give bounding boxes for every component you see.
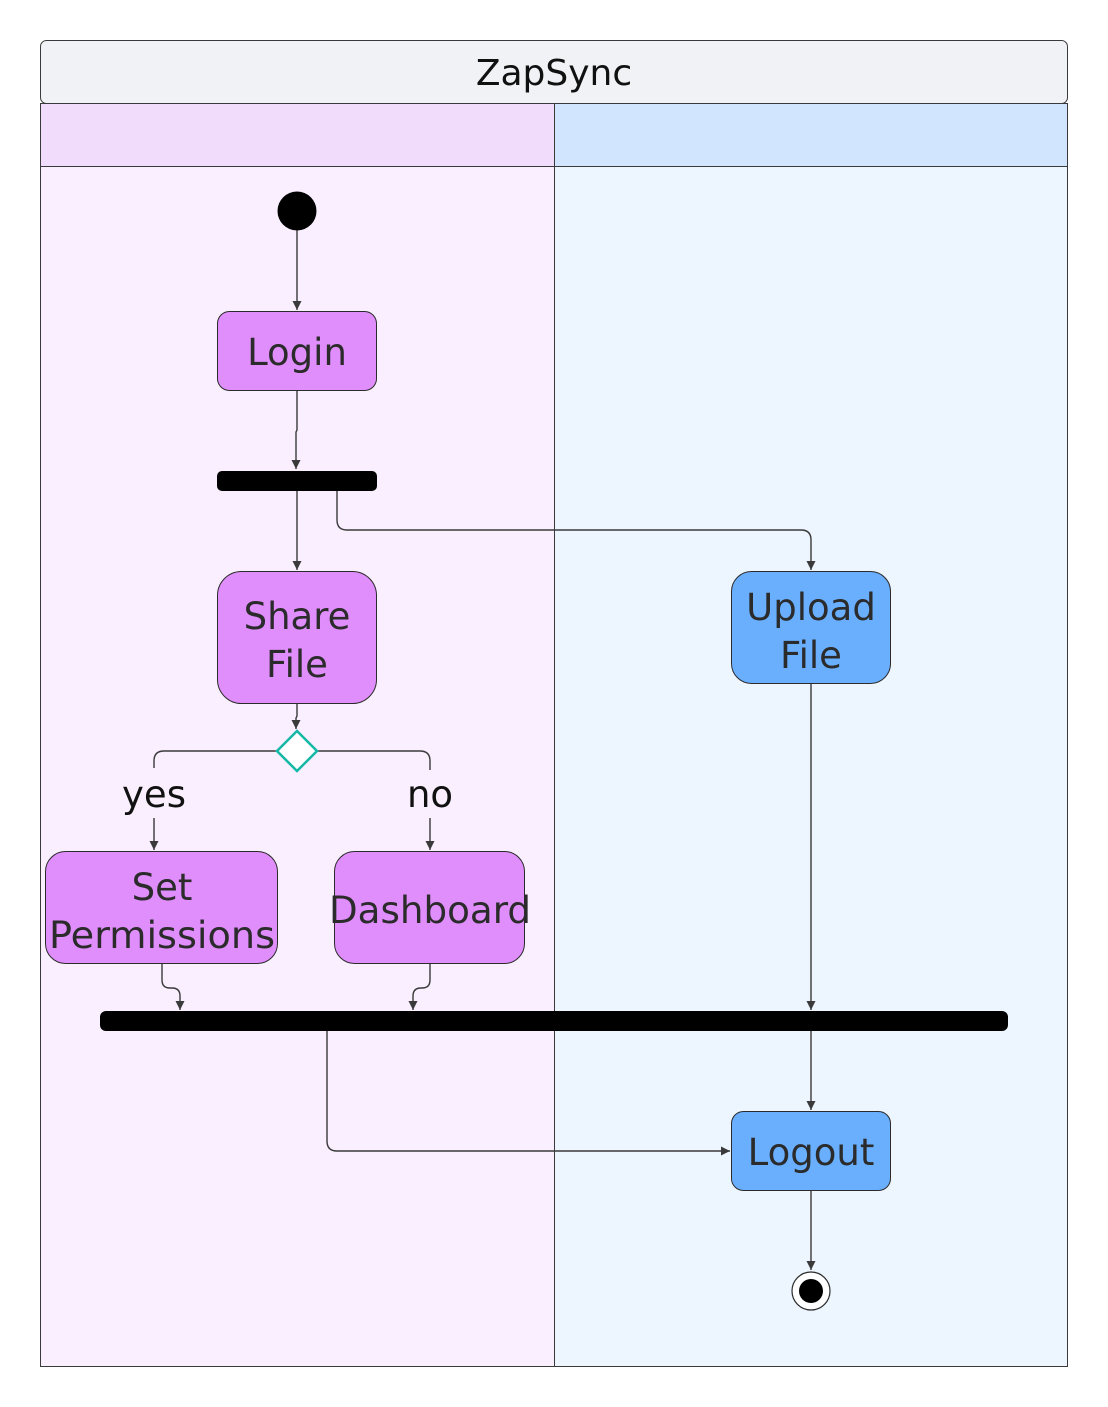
end-node <box>791 1271 831 1311</box>
share-file-node: Share File <box>217 571 377 704</box>
edge-fork-to-upload-file <box>336 491 816 570</box>
share-file-label-line2: File <box>266 643 328 686</box>
lane-2-header <box>554 103 1068 167</box>
edge-decision-no <box>318 750 430 850</box>
edges <box>154 230 816 1270</box>
edge-dashboard-to-join <box>408 964 431 1010</box>
share-file-label-line1: Share <box>244 595 351 638</box>
edge-share-file-to-decision <box>291 704 301 729</box>
edge-decision-yes <box>154 750 276 850</box>
logout-label: Logout <box>748 1131 875 1174</box>
fork-bar <box>217 471 377 491</box>
join-bar <box>100 1011 1008 1031</box>
edge-login-to-fork <box>291 391 301 469</box>
dashboard-label: Dashboard <box>329 889 531 932</box>
dashboard-node: Dashboard <box>329 851 531 964</box>
edge-permissions-to-join <box>161 964 185 1010</box>
login-label: Login <box>247 331 347 374</box>
lane-1-header <box>40 103 555 167</box>
set-permissions-node: Set Permissions <box>45 851 278 964</box>
diagram-frame: ZapSync <box>40 40 1068 1367</box>
login-node: Login <box>217 311 377 391</box>
diagram-title: ZapSync <box>476 53 632 94</box>
start-node <box>277 191 317 231</box>
upload-file-label-line2: File <box>780 634 842 677</box>
upload-file-label-line1: Upload <box>746 586 876 629</box>
set-permissions-label-line1: Set <box>132 866 193 909</box>
edge-label-yes: yes <box>122 773 186 816</box>
edge-join-to-logout-left <box>326 1031 730 1156</box>
edge-label-no: no <box>407 773 453 816</box>
upload-file-node: Upload File <box>731 571 891 684</box>
logout-node: Logout <box>731 1111 891 1191</box>
set-permissions-label-line2: Permissions <box>49 914 275 957</box>
decision-diamond <box>275 729 319 773</box>
